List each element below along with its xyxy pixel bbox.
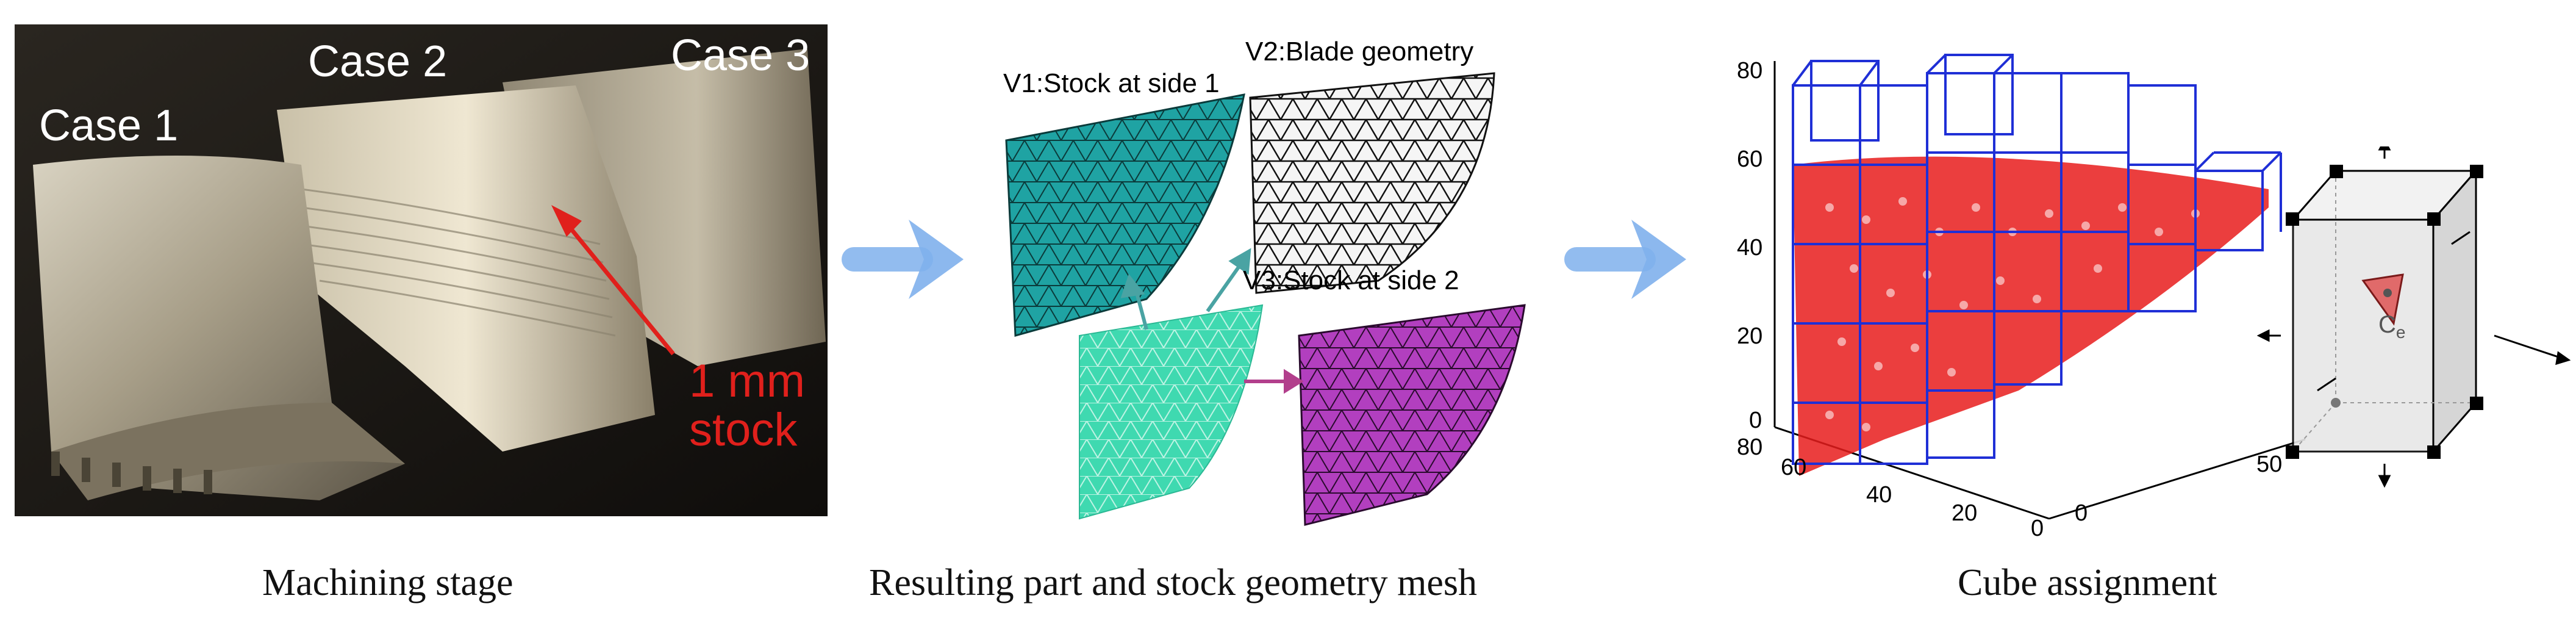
flow-arrow-1 bbox=[842, 220, 964, 299]
x-tick-40: 40 bbox=[1866, 482, 1892, 508]
case-3-label: Case 3 bbox=[671, 31, 810, 80]
v3-mesh-shape bbox=[1298, 304, 1526, 526]
mesh-diagram bbox=[1005, 72, 1526, 526]
y-tick-20: 20 bbox=[1737, 323, 1763, 349]
x-tick-20: 20 bbox=[1952, 500, 1978, 526]
y-tick-0: 0 bbox=[1749, 408, 1762, 433]
caption-cube-assignment: Cube assignment bbox=[1958, 562, 2217, 603]
x-tick-0: 0 bbox=[2031, 516, 2044, 541]
machining-photo bbox=[15, 24, 828, 516]
v1-mesh-shape bbox=[1005, 93, 1245, 337]
x-tick-60: 60 bbox=[1781, 455, 1807, 480]
cell-label-sub: e bbox=[2395, 323, 2406, 342]
cube-plot bbox=[1773, 54, 2306, 520]
case-2-label: Case 2 bbox=[308, 37, 448, 86]
point-cloud bbox=[1793, 156, 2269, 476]
y-tick-60: 60 bbox=[1737, 146, 1763, 172]
cell-label-main: C bbox=[2378, 311, 2396, 338]
v2-label: V2:Blade geometry bbox=[1245, 37, 1474, 67]
z-tick-0: 0 bbox=[2075, 500, 2088, 526]
v1-label: V1:Stock at side 1 bbox=[1003, 68, 1220, 98]
part-mesh-shape bbox=[1079, 304, 1264, 520]
case-1-label: Case 1 bbox=[39, 101, 179, 150]
stock-label: 1 mm stock bbox=[689, 357, 805, 455]
z-tick-50: 50 bbox=[2256, 452, 2283, 477]
machining-photo-panel bbox=[15, 24, 828, 516]
flow-arrow-2 bbox=[1564, 220, 1686, 299]
cube-cell-illustration bbox=[2256, 146, 2571, 488]
y-tick-80: 80 bbox=[1737, 58, 1763, 84]
x-tick-80: 80 bbox=[1737, 434, 1763, 460]
stock-label-line1: 1 mm bbox=[689, 355, 805, 407]
v3-label: V3:Stock at side 2 bbox=[1243, 265, 1459, 295]
caption-mesh: Resulting part and stock geometry mesh bbox=[869, 562, 1477, 603]
v2-mesh-shape bbox=[1249, 72, 1495, 294]
y-tick-40: 40 bbox=[1737, 235, 1763, 261]
caption-machining-stage: Machining stage bbox=[262, 562, 513, 603]
stock-label-line2: stock bbox=[689, 403, 798, 456]
cube-grid bbox=[1792, 54, 2282, 465]
cell-label: Ce bbox=[2378, 311, 2405, 342]
